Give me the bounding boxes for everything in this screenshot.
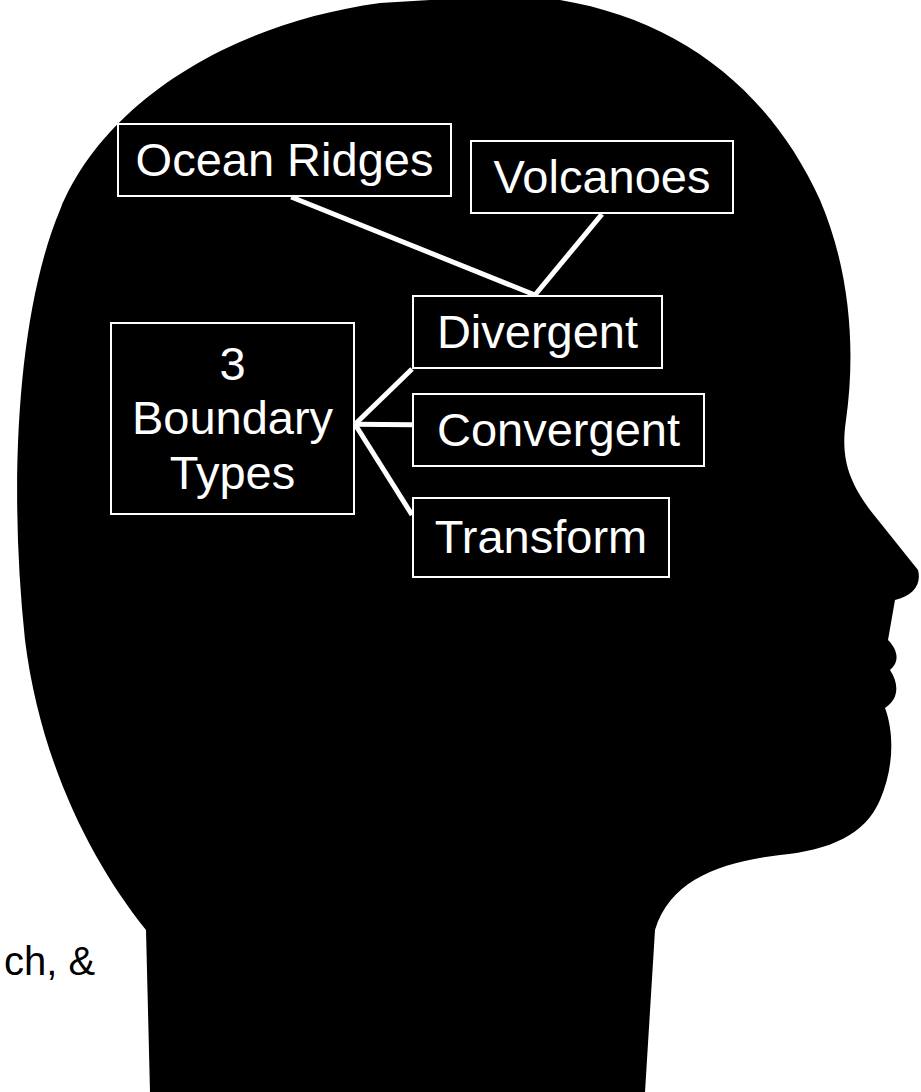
concept-box: Volcanoes — [470, 140, 734, 214]
concept-text: Divergent — [437, 305, 638, 359]
connector-line — [535, 214, 602, 295]
concept-text: Volcanoes — [494, 150, 711, 204]
connector-line — [355, 369, 412, 424]
concept-box: Divergent — [412, 295, 663, 369]
concept-box: Convergent — [412, 393, 705, 467]
concept-text: 3 Boundary Types — [126, 337, 339, 499]
concept-text: Convergent — [437, 403, 680, 457]
fragment-text: ch, & — [4, 938, 95, 984]
concept-box: 3 Boundary Types — [110, 322, 355, 515]
concept-text: Transform — [435, 510, 647, 564]
concept-box: Ocean Ridges — [117, 123, 452, 197]
connector-line — [355, 422, 412, 428]
concept-text: Ocean Ridges — [136, 133, 434, 187]
connector-line — [355, 424, 412, 515]
head-shape — [17, 0, 919, 1092]
concept-box: Transform — [412, 497, 670, 578]
